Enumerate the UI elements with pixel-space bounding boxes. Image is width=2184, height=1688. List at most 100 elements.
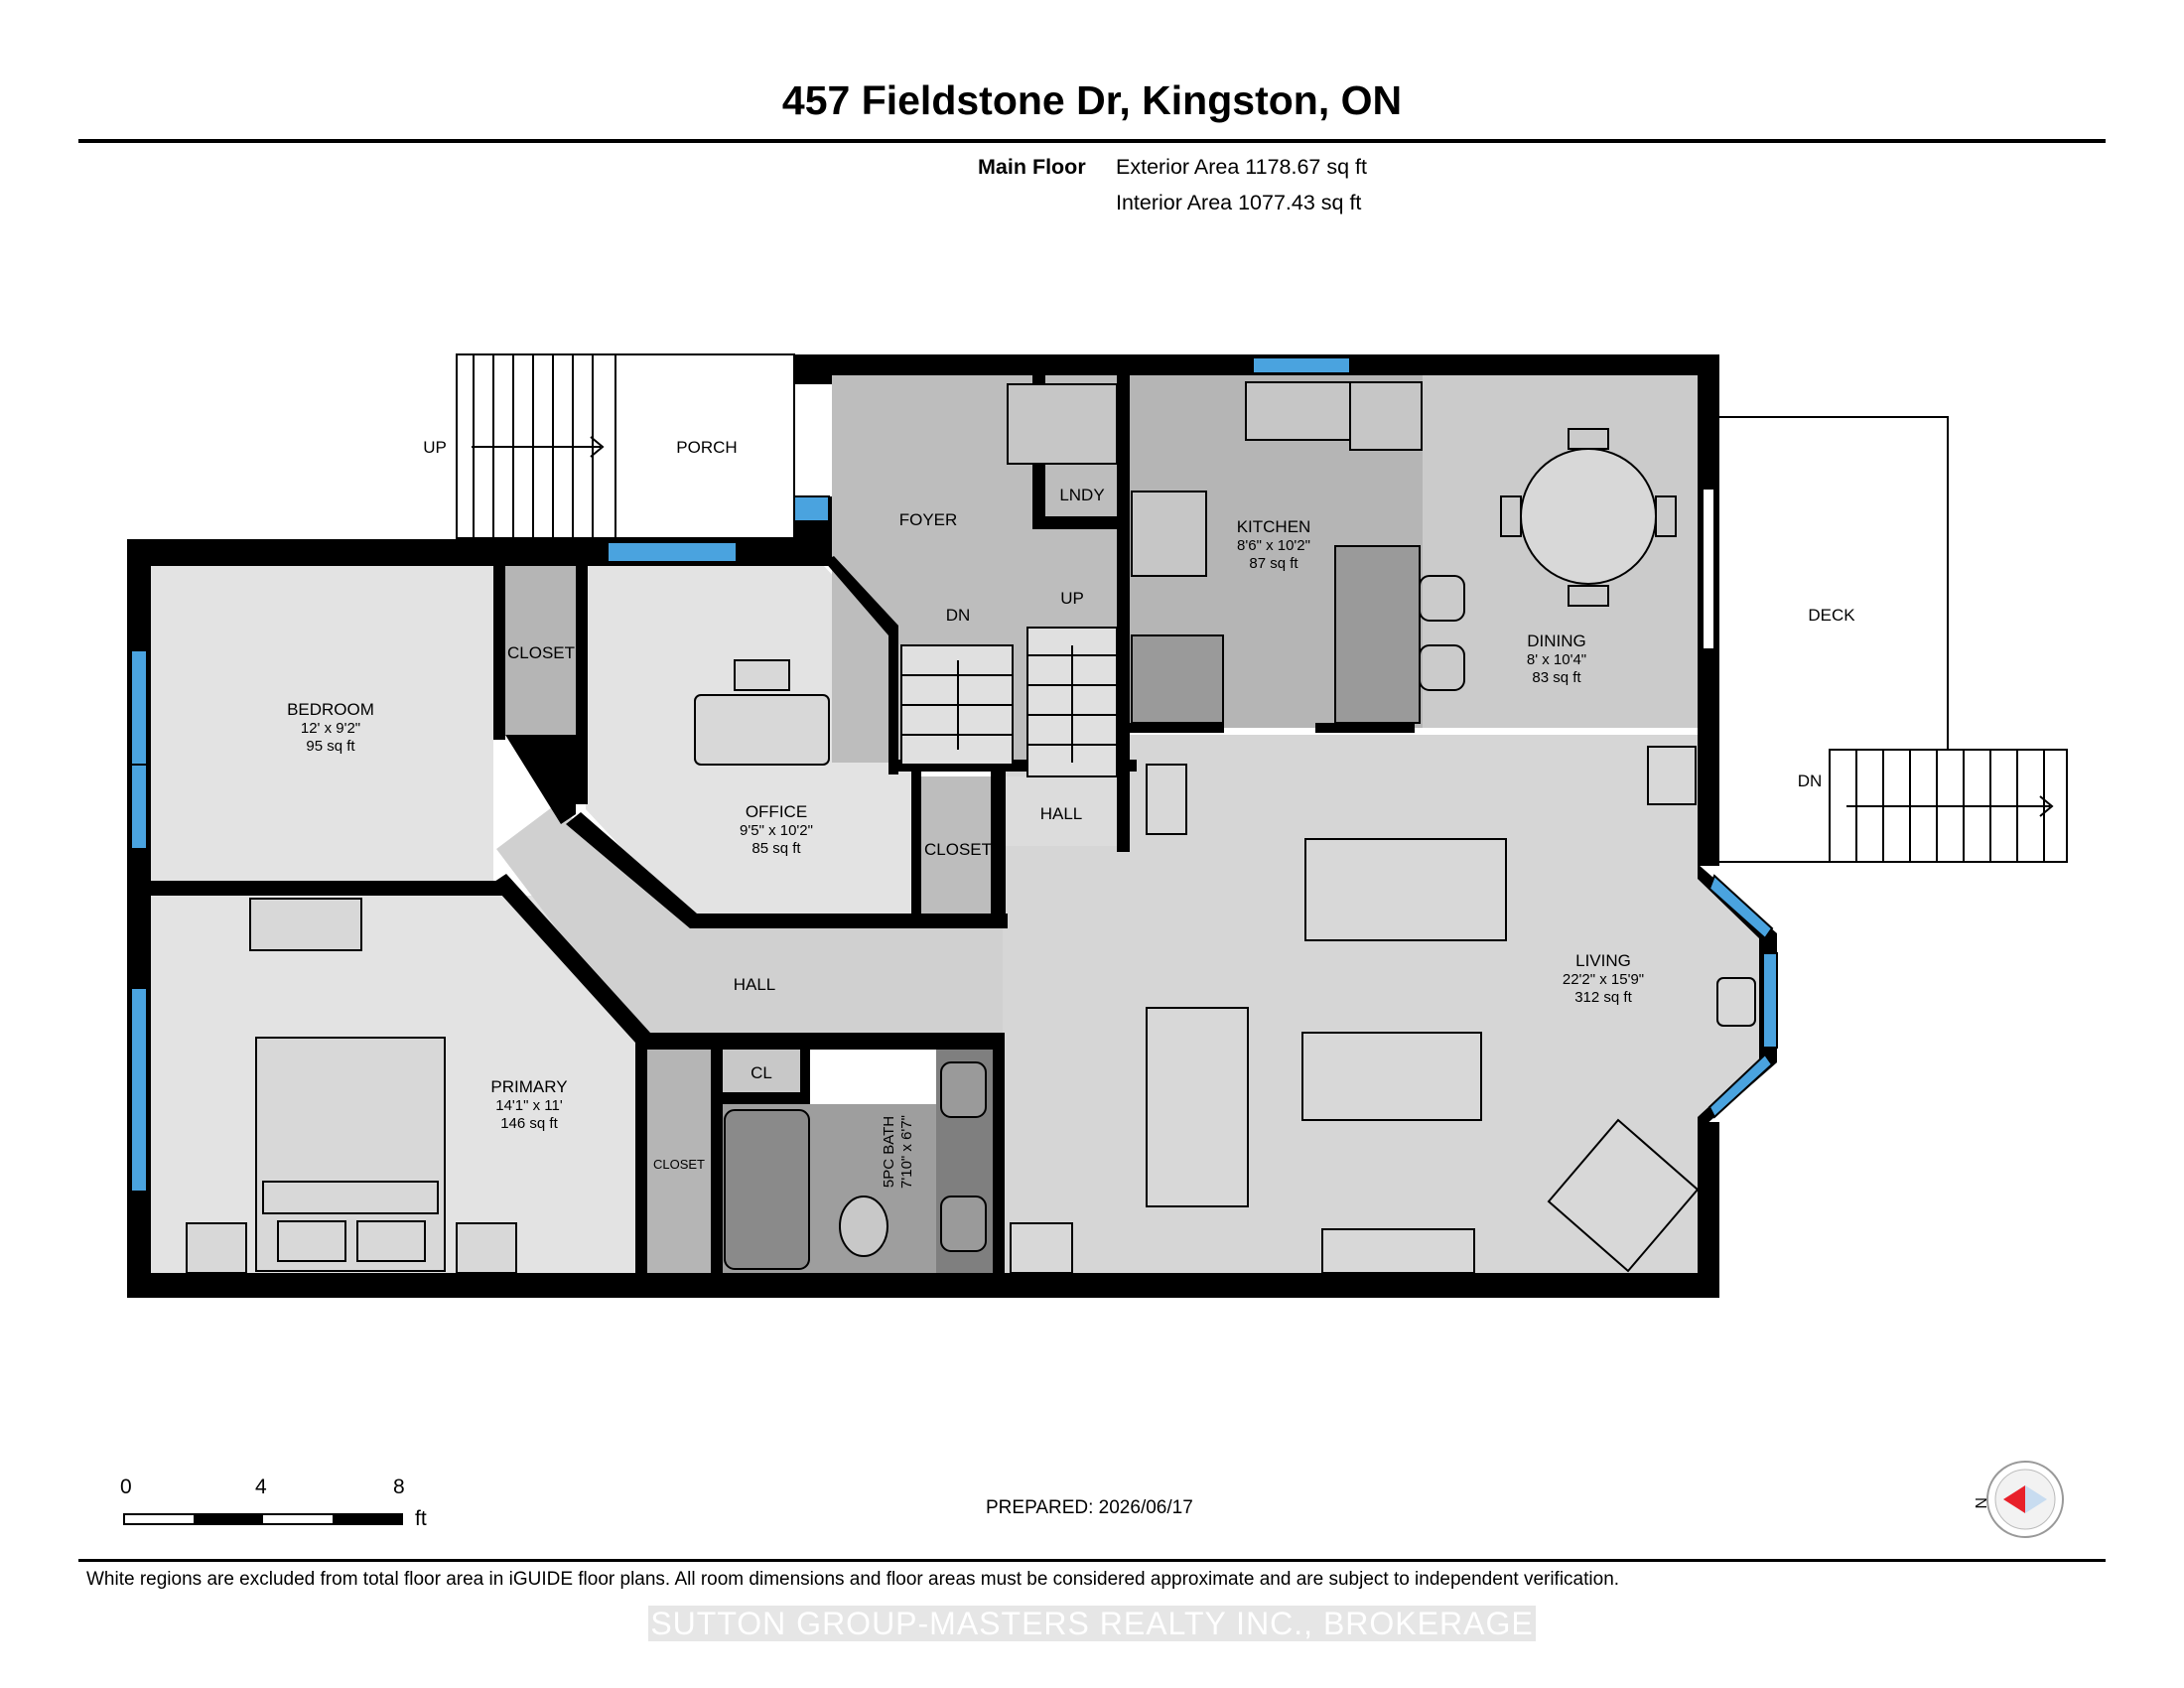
prepared-date: PREPARED: 2026/06/17 [986,1497,1193,1518]
kitchen-stove [1131,491,1207,577]
office-name: OFFICE [746,802,807,821]
wall-cl-bottom [723,1092,800,1104]
dining-name: DINING [1527,632,1586,650]
compass-label: N [1972,1497,1988,1509]
room-labels: UP PORCH FOYER LNDY DN UP KITCHEN 8'6" x… [287,438,1855,1189]
fridge [1131,634,1224,724]
coffee-table [1301,1032,1482,1121]
cl-floor [723,1050,800,1092]
exterior-elements [456,353,2068,863]
office-dims: 9'5" x 10'2" [740,822,813,839]
watermark-text: SUTTON GROUP-MASTERS REALTY INC., BROKER… [648,1606,1536,1641]
wall-diagonal-closet [505,735,576,824]
bedroom-name: BEDROOM [287,700,374,719]
bath-label: 5PC BATH [881,1116,897,1188]
porch-stair-arrowhead [590,436,605,458]
wall-bath-east [993,1033,1005,1273]
kitchen-area: 87 sq ft [1249,555,1298,572]
window-porch [793,495,830,522]
wall-porch-corner [794,354,832,384]
deck-dn-label: DN [1798,772,1823,790]
wall-cl-left [711,1033,723,1273]
end-table [1647,746,1697,805]
wall-office-ne [824,556,898,774]
primary-area: 146 sq ft [500,1115,558,1132]
laundry-machine [1007,383,1118,465]
lndy-label: LNDY [1059,486,1104,504]
office-closet-label: CLOSET [924,840,992,859]
living-dims: 22'2" x 15'9" [1563,971,1644,988]
deck-door [1702,488,1715,650]
living-side-table [1010,1222,1073,1274]
wall-laundry-bottom [1032,516,1127,529]
dining-dims: 8' x 10'4" [1527,651,1586,668]
hall-main-floor [496,804,1003,1033]
armchair [1547,1118,1700,1273]
dn-stairs-label: DN [946,606,971,625]
kitchen-dishwasher [1349,381,1423,451]
bay-plant [1716,977,1756,1027]
wall-office-south [566,812,1008,928]
bedroom-dims: 12' x 9'2" [301,720,360,737]
deck-outline [1719,416,1949,750]
bedroom-closet-floor [501,566,576,735]
loveseat [1146,1007,1249,1207]
window-bay-e [1762,952,1778,1049]
kitchen-sink [1245,381,1351,441]
scale-label-0: 0 [120,1476,132,1498]
footer-rule [78,1559,2106,1562]
watermark: SUTTON GROUP-MASTERS REALTY INC., BROKER… [0,1606,2184,1642]
scale-label-8: 8 [393,1476,405,1498]
bar-stool-a [1419,575,1465,622]
bath-dims: 7'10" x 6'7" [898,1115,915,1189]
wall-closet-right [576,566,588,804]
office-closet-floor [921,776,991,920]
dining-chair-n [1568,428,1609,450]
primary-closet-label: CLOSET [653,1157,705,1172]
living-name: LIVING [1575,951,1631,970]
exterior-area: Exterior Area 1178.67 sq ft [1116,155,1367,179]
bedroom-area: 95 sq ft [306,738,355,755]
furniture [186,381,1756,1274]
window-kitchen [1252,356,1351,374]
small-hall-label: HALL [1040,804,1083,823]
title-rule [78,139,2106,143]
nightstand-a [186,1222,247,1274]
up-stairs-label: UP [1060,589,1084,608]
office-area: 85 sq ft [751,840,801,857]
scale-bar-segment [333,1514,402,1524]
wall-foyer-kitchen [1117,375,1130,852]
compass-north-needle [2003,1485,2025,1513]
primary-dresser [249,898,362,951]
kitchen-island [1334,545,1421,724]
nightstand-b [456,1222,517,1274]
dining-chair-s [1568,585,1609,607]
window-primary [130,987,148,1193]
bedroom-closet-label: CLOSET [507,643,575,662]
scale-bar-segment [194,1514,263,1524]
office-desk [694,694,830,766]
window-bedroom-b [130,764,148,850]
dining-chair-e [1655,495,1677,537]
sink-a [940,1061,987,1118]
window-office [607,541,738,563]
office-chair [734,659,790,691]
tv-stand [1321,1228,1475,1274]
scale-label-4: 4 [255,1476,267,1498]
sofa [1304,838,1507,941]
main-hall-label: HALL [734,975,776,994]
sink-b [940,1196,987,1252]
kitchen-dims: 8'6" x 10'2" [1237,537,1310,554]
scale-unit: ft [415,1507,427,1530]
bathtub [724,1109,810,1270]
primary-closet-floor [645,1050,713,1273]
wall-kitchen-south-a [1130,723,1224,733]
dining-chair-w [1500,495,1522,537]
wall-east-lower [1698,1122,1719,1296]
up-label: UP [423,438,447,457]
bed-drawer-a [277,1220,346,1262]
interior-stairs [900,627,1118,777]
wall-cl-right [800,1033,810,1104]
primary-bed [255,1037,446,1272]
